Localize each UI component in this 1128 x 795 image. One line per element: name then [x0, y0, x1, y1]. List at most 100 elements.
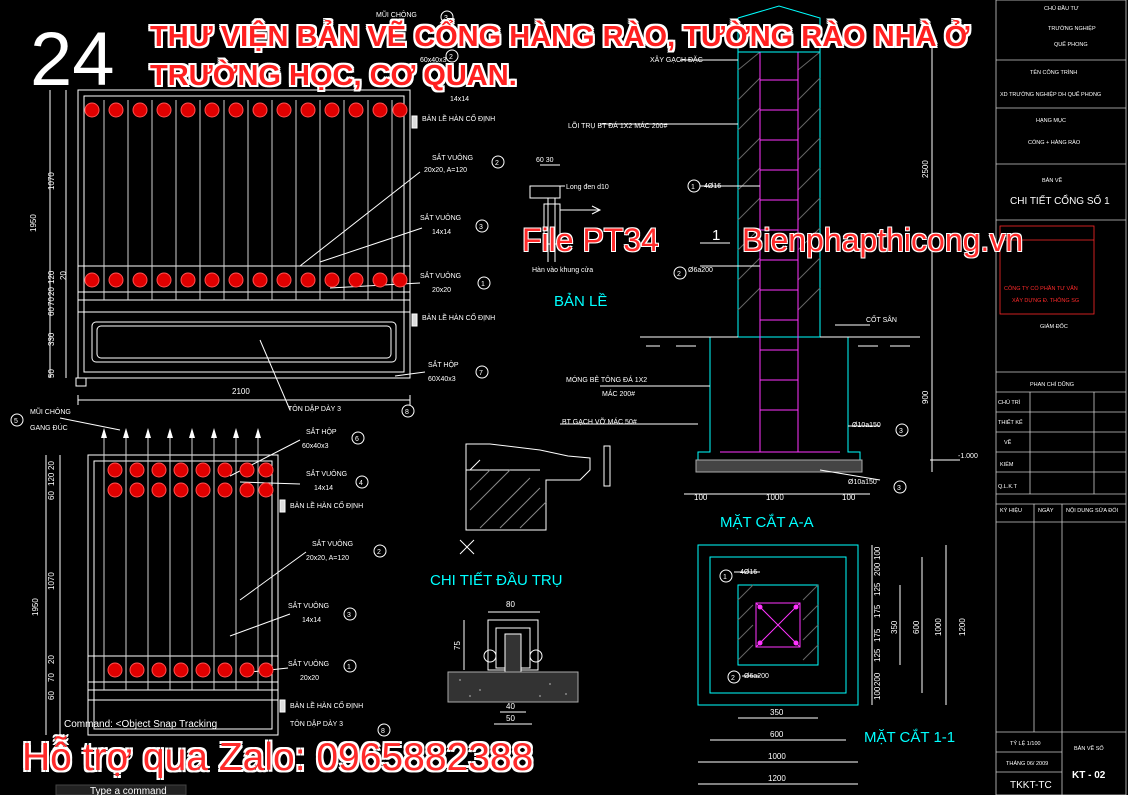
svg-text:3: 3	[899, 428, 903, 435]
svg-text:120: 120	[47, 472, 56, 486]
svg-text:100: 100	[873, 546, 882, 560]
hinge-long-den: Long đen d10	[566, 184, 609, 191]
title-block	[995, 0, 1127, 795]
svg-text:Ø6a200: Ø6a200	[744, 673, 769, 680]
overlay-title: THƯ VIỆN BẢN VẼ CỔNG HÀNG RÀO, TƯỜNG RÀO…	[150, 21, 970, 92]
svg-text:600: 600	[912, 620, 921, 634]
svg-text:KIỂM: KIỂM	[1000, 461, 1014, 468]
svg-text:THÁNG 06/ 2009: THÁNG 06/ 2009	[1006, 760, 1048, 767]
svg-text:3: 3	[479, 224, 483, 231]
svg-text:1: 1	[481, 281, 485, 288]
svg-text:QUẾ PHONG: QUẾ PHONG	[1054, 41, 1088, 48]
svg-text:BT GẠCH VỠ MÁC 50#: BT GẠCH VỠ MÁC 50#	[562, 417, 637, 426]
svg-text:100: 100	[873, 686, 882, 700]
svg-text:Ø6a200: Ø6a200	[688, 267, 713, 274]
svg-text:4Ø16: 4Ø16	[704, 183, 721, 190]
svg-text:BẢN LỀ HÀN CỐ ĐỊNH: BẢN LỀ HÀN CỐ ĐỊNH	[290, 500, 363, 510]
svg-text:60: 60	[47, 491, 56, 500]
section-11-labels: 4Ø16 Ø6a200 350 600 1000 1200 100 200 12…	[740, 546, 967, 783]
svg-text:LÕI TRỤ BT ĐÁ 1X2 MÁC 200#: LÕI TRỤ BT ĐÁ 1X2 MÁC 200#	[568, 121, 667, 130]
gate-top-labels: MŨI CHÔNG 60x40x3 14x14 BẢN LỀ HÀN CỐ ĐỊ…	[29, 10, 495, 413]
hinge-dims: 60 30	[536, 157, 554, 164]
overlay-site-link[interactable]: Bienphapthicong.vn	[742, 222, 1024, 258]
section-11	[697, 544, 947, 785]
label-sat-vuong-14: 14x14	[450, 96, 469, 103]
gate-top-callout-numbers: 3 2 2 3 1 7 8	[405, 15, 499, 416]
gate-top-callouts	[401, 10, 505, 418]
svg-text:MẶT CẮT A-A: MẶT CẮT A-A	[720, 513, 814, 531]
dim-width-2100: 2100	[232, 387, 250, 396]
svg-text:1950: 1950	[31, 598, 40, 616]
svg-text:HẠNG MỤC: HẠNG MỤC	[1036, 118, 1066, 124]
svg-text:SẮT HỘP: SẮT HỘP	[306, 427, 337, 436]
svg-text:75: 75	[453, 641, 462, 650]
svg-text:70: 70	[47, 673, 56, 682]
label-sat-vuong-3-spec: 14x14	[432, 229, 451, 236]
svg-text:1: 1	[347, 664, 351, 671]
svg-text:40: 40	[506, 702, 515, 711]
svg-text:GIÁM ĐỐC: GIÁM ĐỐC	[1040, 323, 1068, 330]
svg-text:900: 900	[921, 390, 930, 404]
svg-text:4: 4	[359, 480, 363, 487]
svg-text:Ø10a150: Ø10a150	[852, 422, 881, 429]
svg-text:NGÀY: NGÀY	[1038, 507, 1054, 514]
svg-text:BẢN LỀ HÀN CỐ ĐỊNH: BẢN LỀ HÀN CỐ ĐỊNH	[290, 700, 363, 710]
svg-text:1000: 1000	[766, 493, 784, 502]
svg-text:20: 20	[47, 461, 56, 470]
wheel-detail	[447, 611, 579, 725]
svg-text:80: 80	[506, 600, 515, 609]
svg-text:1: 1	[712, 227, 720, 244]
svg-text:XD TRƯỜNG NGHIỆP DH QUẾ PHONG: XD TRƯỜNG NGHIỆP DH QUẾ PHONG	[1000, 90, 1101, 98]
svg-text:KÝ HIỆU: KÝ HIỆU	[1000, 506, 1022, 514]
svg-text:350: 350	[890, 620, 899, 634]
dim-h20b: 20	[59, 271, 68, 280]
label-sat-vuong-3: SẮT VUÔNG	[420, 213, 461, 222]
svg-text:20x20: 20x20	[300, 675, 319, 682]
svg-text:2: 2	[449, 54, 453, 61]
svg-text:Q.L.K.T: Q.L.K.T	[998, 484, 1018, 490]
overlay-zalo-support: Hỗ trợ qua Zalo: 0965882388	[22, 736, 534, 779]
label-sat-hop-spec: 60x40x3	[420, 57, 447, 64]
svg-text:1070: 1070	[47, 572, 56, 590]
pillar-head-detail	[459, 443, 611, 555]
svg-text:SẮT VUÔNG: SẮT VUÔNG	[288, 659, 329, 668]
svg-text:5: 5	[14, 418, 18, 425]
gate-bottom-callouts	[10, 413, 391, 737]
svg-text:200: 200	[873, 562, 882, 576]
svg-text:175: 175	[873, 628, 882, 642]
svg-text:2: 2	[731, 675, 735, 682]
gate-bottom-ornament-rings	[107, 462, 274, 678]
command-input-box	[55, 784, 187, 795]
pillar-head-title: CHI TIẾT ĐẦU TRỤ	[430, 572, 563, 589]
dim-h1950: 1950	[29, 214, 38, 232]
svg-text:4Ø16: 4Ø16	[740, 569, 757, 576]
svg-text:TKKT-TC: TKKT-TC	[1010, 780, 1052, 791]
svg-text:VẼ: VẼ	[1004, 439, 1012, 446]
svg-text:20x20, A=120: 20x20, A=120	[306, 555, 349, 562]
svg-text:2: 2	[677, 271, 681, 278]
svg-text:-1.000: -1.000	[958, 453, 978, 460]
section-aa	[560, 5, 960, 495]
command-line[interactable]: Command: <Object Snap Tracking Type a co…	[55, 719, 217, 795]
svg-text:100: 100	[694, 493, 708, 502]
dim-h60: 60	[47, 307, 56, 316]
svg-text:8: 8	[381, 728, 385, 735]
svg-text:TÊN CÔNG TRÌNH: TÊN CÔNG TRÌNH	[1030, 68, 1077, 76]
title-block-labels: CHỦ ĐẦU TƯ TRƯỜNG NGHIỆP QUẾ PHONG TÊN C…	[998, 5, 1119, 791]
gate-bottom-callout-numbers: 5 6 4 2 3 1 8	[14, 418, 385, 735]
svg-text:60: 60	[47, 691, 56, 700]
svg-text:Ø10a150: Ø10a150	[848, 479, 877, 486]
command-history: Command: <Object Snap Tracking	[64, 719, 217, 730]
svg-text:BẢN VẼ: BẢN VẼ	[1042, 177, 1063, 184]
svg-text:CHỦ TRÌ: CHỦ TRÌ	[998, 399, 1021, 406]
svg-text:MŨI CHÔNG: MŨI CHÔNG	[30, 407, 71, 416]
svg-text:125: 125	[873, 582, 882, 596]
label-sat-vuong-2-spec: 20x20, A=120	[424, 167, 467, 174]
svg-text:3: 3	[897, 485, 901, 492]
svg-text:7: 7	[479, 370, 483, 377]
svg-text:SẮT VUÔNG: SẮT VUÔNG	[306, 469, 347, 478]
wheel-labels: 80 75 40 50	[453, 600, 515, 723]
label-mui-chong: MŨI CHÔNG	[376, 10, 417, 19]
svg-text:1200: 1200	[768, 774, 786, 783]
